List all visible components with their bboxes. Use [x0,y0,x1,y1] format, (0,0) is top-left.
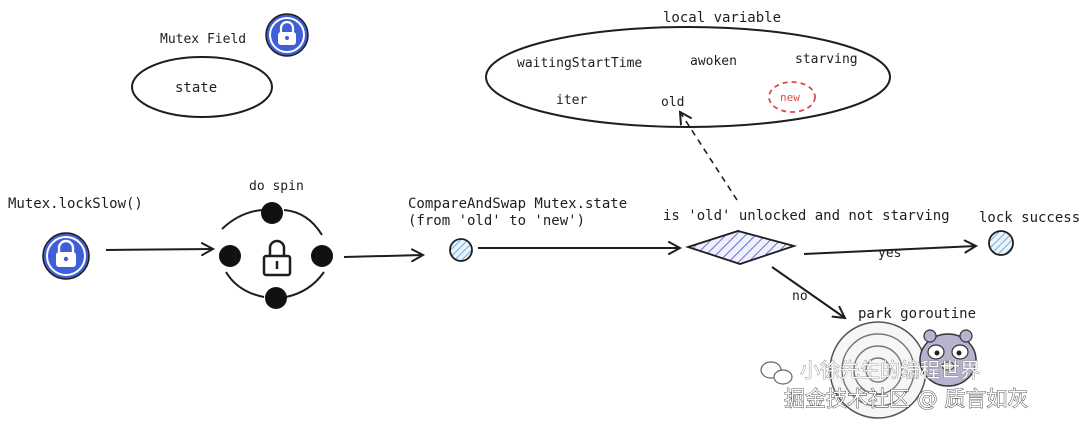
wechat-icon [760,361,793,385]
watermark-line1: 小徐先生的编程世界 [800,358,980,382]
check-label: is 'old' unlocked and not starving [663,208,950,224]
success-label: lock success [979,210,1080,226]
arrow-yes [803,246,976,255]
var-awoken: awoken [690,54,737,69]
var-old: old [661,95,684,110]
park-label: park goroutine [858,306,976,322]
mutex-field-label: Mutex Field [160,32,246,47]
cas-label-line2: (from 'old' to 'new') [408,213,585,229]
sleeping-gopher-illustration [829,321,977,419]
local-variable-ellipse [485,26,891,128]
success-node [988,230,1014,256]
new-var-highlight [768,81,816,113]
padlock-icon [262,239,292,277]
arrow-to-spin [105,249,213,250]
watermark-line2: 掘金技术社区 @ 质言如灰 [784,387,1028,411]
decision-diamond [685,230,798,265]
cas-node [449,238,473,262]
yes-label: yes [878,246,901,261]
lockslow-label: Mutex.lockSlow() [8,196,143,212]
spin-label: do spin [249,179,304,194]
state-ellipse [131,56,273,118]
arrow-to-cas [343,255,423,257]
no-label: no [792,289,808,304]
var-iter: iter [556,93,587,108]
local-variable-title: local variable [663,10,781,26]
var-new: new [780,91,800,104]
lock-icon [42,232,90,280]
spin-ring [219,202,333,309]
var-starving: starving [795,52,858,67]
var-waiting-start-time: waitingStartTime [517,56,642,71]
state-label: state [175,80,217,96]
arrow-no [771,266,845,318]
lock-icon [265,13,309,57]
cas-label-line1: CompareAndSwap Mutex.state [408,196,627,212]
